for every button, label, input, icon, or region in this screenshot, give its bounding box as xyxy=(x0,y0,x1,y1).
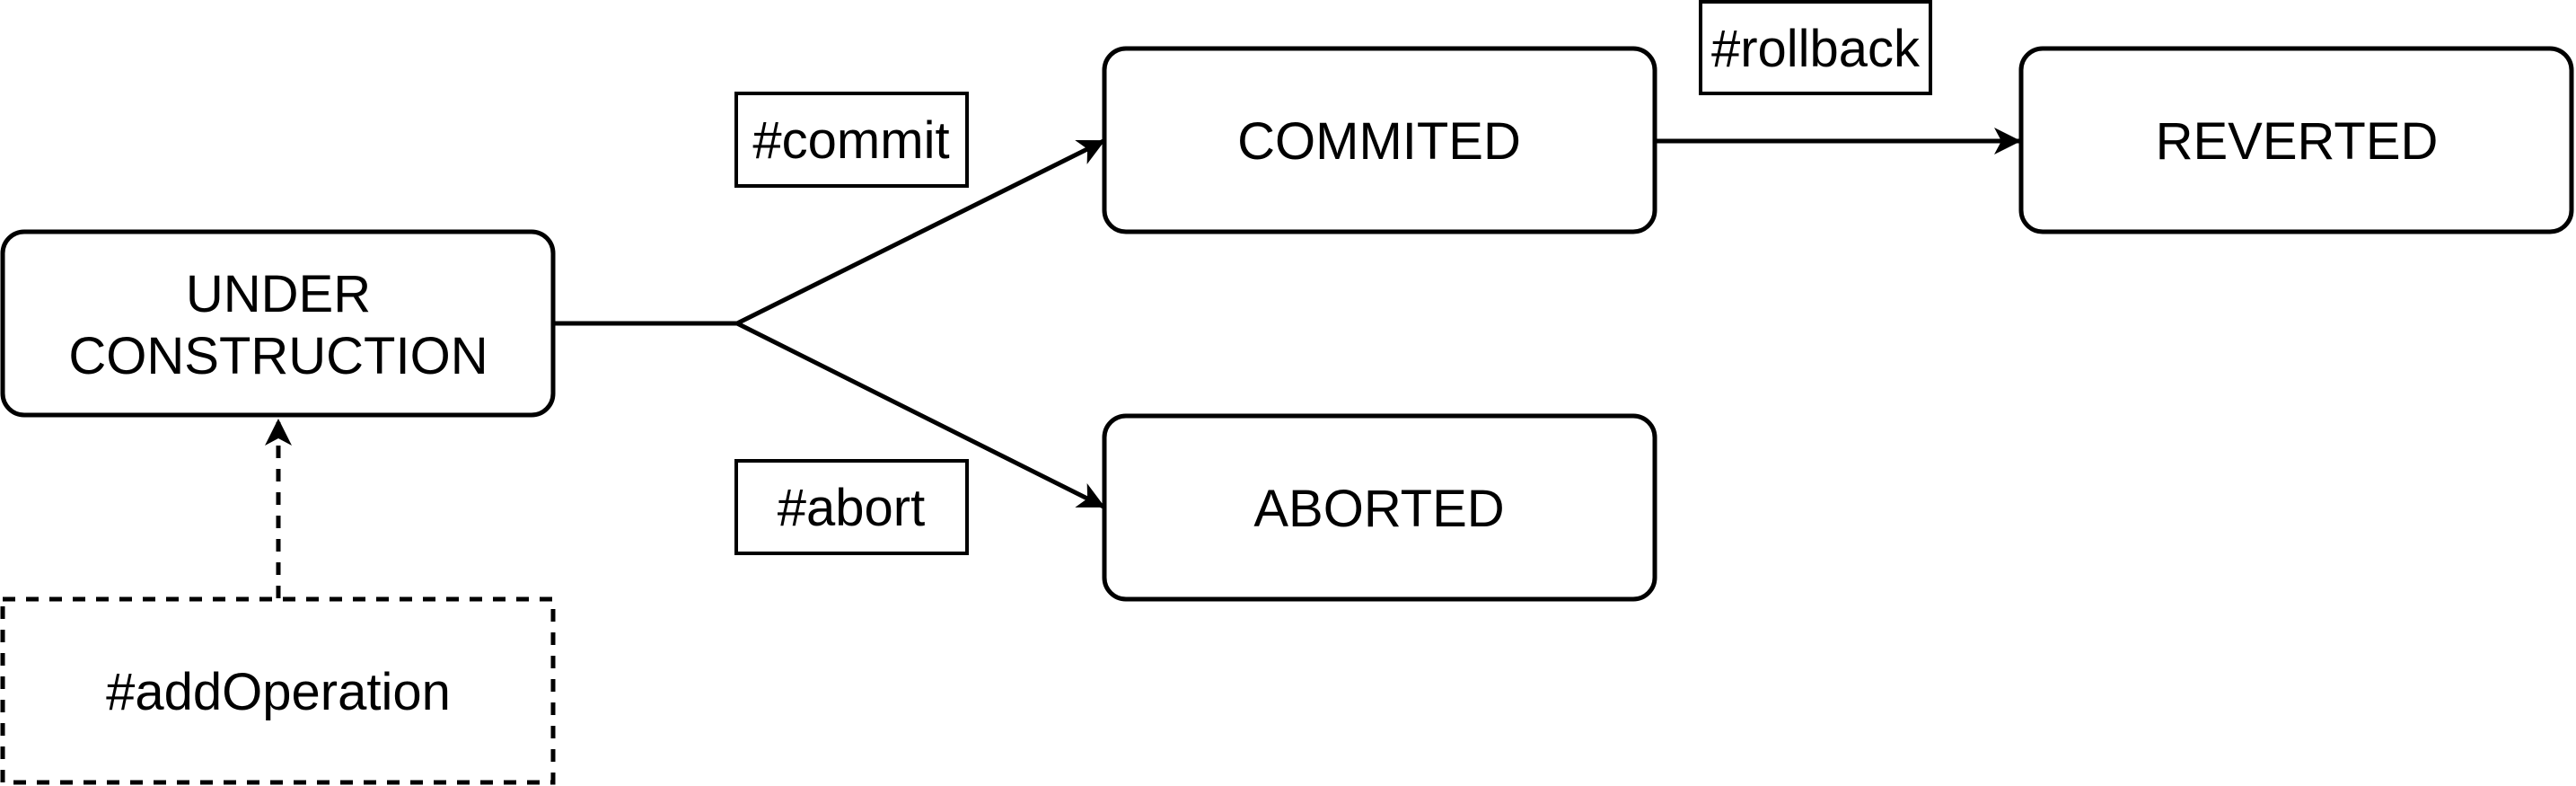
label-text: #abort xyxy=(778,479,925,537)
label-box xyxy=(734,92,969,188)
state-box xyxy=(1102,46,1657,234)
state-label: ABORTED xyxy=(1253,480,1504,538)
state-box xyxy=(2018,46,2574,234)
transition-label-rollback: #rollback xyxy=(1699,0,1932,95)
connectors xyxy=(265,128,2021,598)
connector-abort-arrow xyxy=(735,321,1105,509)
dashed-box xyxy=(0,596,556,785)
transition-label-commit: #commit xyxy=(734,92,969,188)
label-text: #commit xyxy=(752,111,949,170)
state-label-line2: CONSTRUCTION xyxy=(68,327,488,385)
state-under-construction: UNDER CONSTRUCTION xyxy=(0,229,556,418)
state-label: COMMITED xyxy=(1237,112,1521,171)
operation-add-operation: #addOperation xyxy=(0,596,556,785)
state-reverted: REVERTED xyxy=(2018,46,2574,234)
state-box xyxy=(0,229,556,418)
state-commited: COMMITED xyxy=(1102,46,1657,234)
state-box xyxy=(1102,413,1657,602)
state-label: REVERTED xyxy=(2156,112,2439,171)
label-box xyxy=(1699,0,1932,95)
transition-label-abort: #abort xyxy=(734,459,969,555)
connector-commit-arrow xyxy=(735,138,1105,326)
state-aborted: ABORTED xyxy=(1102,413,1657,602)
state-label-line1: UNDER xyxy=(186,265,371,323)
label-text: #rollback xyxy=(1711,20,1921,78)
operation-label: #addOperation xyxy=(106,663,451,721)
label-box xyxy=(734,459,969,555)
